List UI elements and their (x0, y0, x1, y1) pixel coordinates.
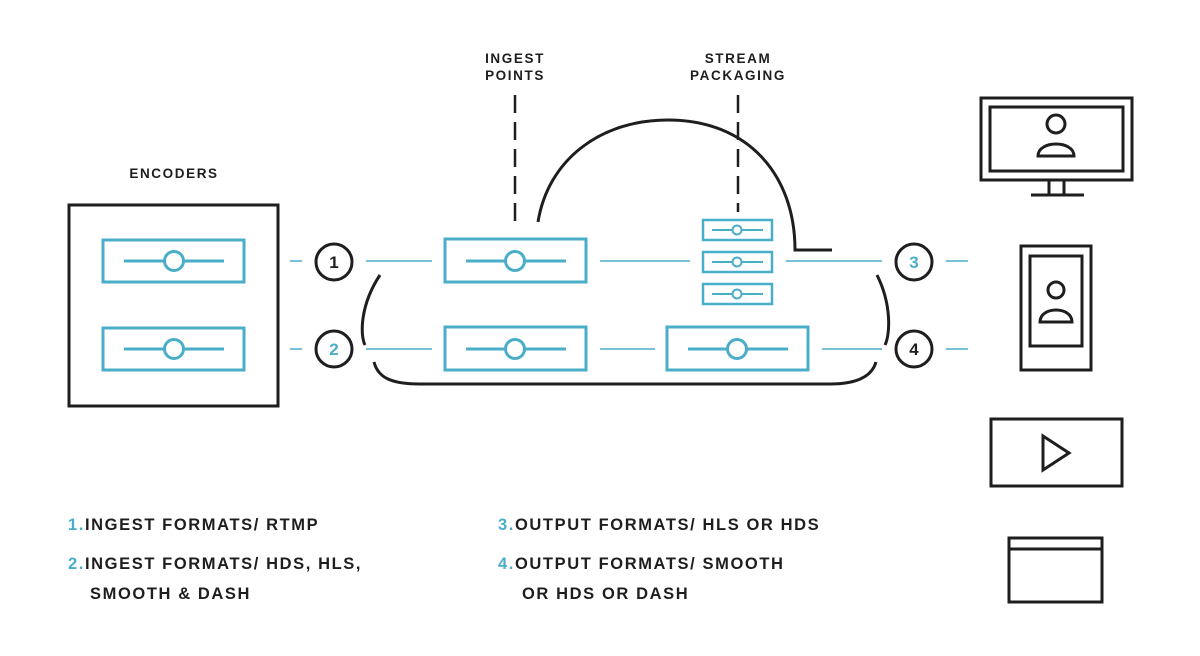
legend-text: INGEST FORMATS/ RTMP (84, 516, 320, 534)
ingest-points-label-line2: POINTS (485, 68, 545, 83)
packager-unit (701, 250, 774, 274)
step-3-badge: 3 (894, 242, 934, 282)
legend-number: 1. (68, 516, 85, 534)
encoders-label: ENCODERS (129, 166, 218, 181)
legend-number: 3. (498, 516, 515, 534)
video-player-icon (989, 417, 1124, 488)
svg-text:4: 4 (909, 340, 919, 359)
svg-text:3: 3 (909, 253, 918, 272)
encoder-2 (101, 326, 246, 372)
legend-text-cont: OR HDS OR DASH (522, 585, 690, 603)
legend-text-cont: SMOOTH & DASH (90, 585, 252, 603)
legend-number: 2. (68, 555, 85, 573)
legend-number: 4. (498, 555, 515, 573)
packager-stack (701, 218, 774, 306)
legend-text: OUTPUT FORMATS/ HLS OR HDS (514, 516, 821, 534)
cloud-right-arc (875, 274, 891, 346)
svg-text:2: 2 (329, 340, 338, 359)
cloud-left-arc (360, 274, 382, 346)
cloud-bottom-arc (372, 361, 878, 386)
legend-item-2: 2.INGEST FORMATS/ HDS, HLS, SMOOTH & DAS… (68, 549, 362, 609)
desktop-monitor-icon (979, 96, 1134, 197)
packager-large (665, 325, 810, 372)
mobile-phone-icon (1019, 244, 1093, 372)
step-4-badge: 4 (894, 329, 934, 369)
step-1-badge: 1 (314, 242, 354, 282)
stream-packaging-label-line1: STREAM (705, 51, 772, 66)
browser-window-icon (1007, 536, 1104, 604)
legend-item-3: 3.OUTPUT FORMATS/ HLS OR HDS (498, 510, 820, 540)
legend-text: INGEST FORMATS/ HDS, HLS, (84, 555, 363, 573)
step-2-badge: 2 (314, 329, 354, 369)
svg-text:1: 1 (329, 253, 338, 272)
stream-packaging-label-line2: PACKAGING (690, 68, 786, 83)
cloud-top-arc (536, 118, 832, 252)
ingest-point-1 (443, 237, 588, 284)
legend-item-1: 1.INGEST FORMATS/ RTMP (68, 510, 319, 540)
encoders-box (67, 203, 280, 408)
packager-unit (701, 218, 774, 242)
ingest-point-2 (443, 325, 588, 372)
legend-text: OUTPUT FORMATS/ SMOOTH (514, 555, 785, 573)
encoder-1 (101, 238, 246, 284)
packager-unit (701, 282, 774, 306)
ingest-points-label-line1: INGEST (485, 51, 545, 66)
legend-item-4: 4.OUTPUT FORMATS/ SMOOTH OR HDS OR DASH (498, 549, 785, 609)
